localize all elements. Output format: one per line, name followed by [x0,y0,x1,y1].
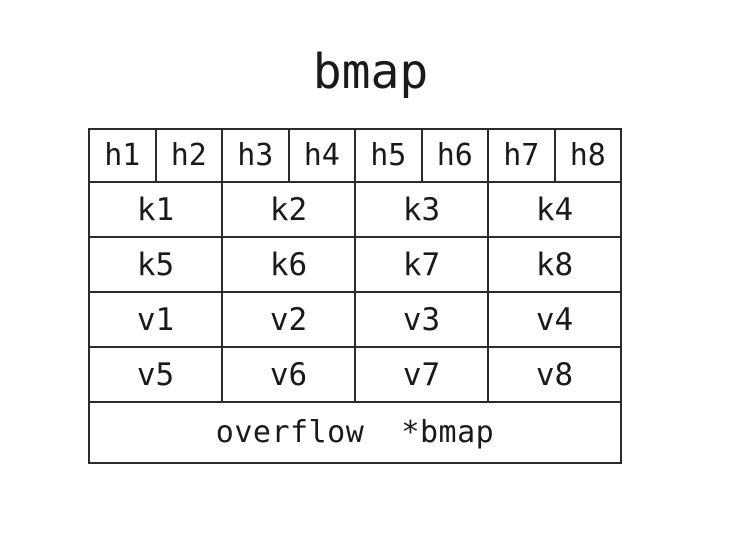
key-cell: k4 [489,183,620,236]
tophash-cell: h7 [489,130,556,181]
key-cell: k3 [356,183,489,236]
tophash-cell: h1 [90,130,157,181]
keys-row: k1 k2 k3 k4 [90,183,620,238]
overflow-pointer-cell: overflow *bmap [90,403,620,462]
values-row: v5 v6 v7 v8 [90,348,620,403]
value-cell: v1 [90,293,223,346]
tophash-cell: h6 [422,130,489,181]
keys-row: k5 k6 k7 k8 [90,238,620,293]
tophash-cell: h2 [156,130,223,181]
key-cell: k1 [90,183,223,236]
overflow-row: overflow *bmap [90,403,620,462]
value-cell: v2 [223,293,356,346]
value-cell: v4 [489,293,620,346]
tophash-cell: h5 [356,130,423,181]
bmap-struct-table: h1 h2 h3 h4 h5 h6 h7 h8 k1 k2 k3 k4 k5 k… [88,128,622,464]
tophash-cell: h3 [223,130,290,181]
tophash-cell: h4 [289,130,356,181]
page-title: bmap [312,44,429,100]
key-cell: k7 [356,238,489,291]
values-row: v1 v2 v3 v4 [90,293,620,348]
tophash-row: h1 h2 h3 h4 h5 h6 h7 h8 [90,130,620,183]
key-cell: k5 [90,238,223,291]
value-cell: v6 [223,348,356,401]
key-cell: k6 [223,238,356,291]
value-cell: v7 [356,348,489,401]
key-cell: k8 [489,238,620,291]
tophash-cell: h8 [555,130,620,181]
value-cell: v3 [356,293,489,346]
value-cell: v8 [489,348,620,401]
key-cell: k2 [223,183,356,236]
value-cell: v5 [90,348,223,401]
